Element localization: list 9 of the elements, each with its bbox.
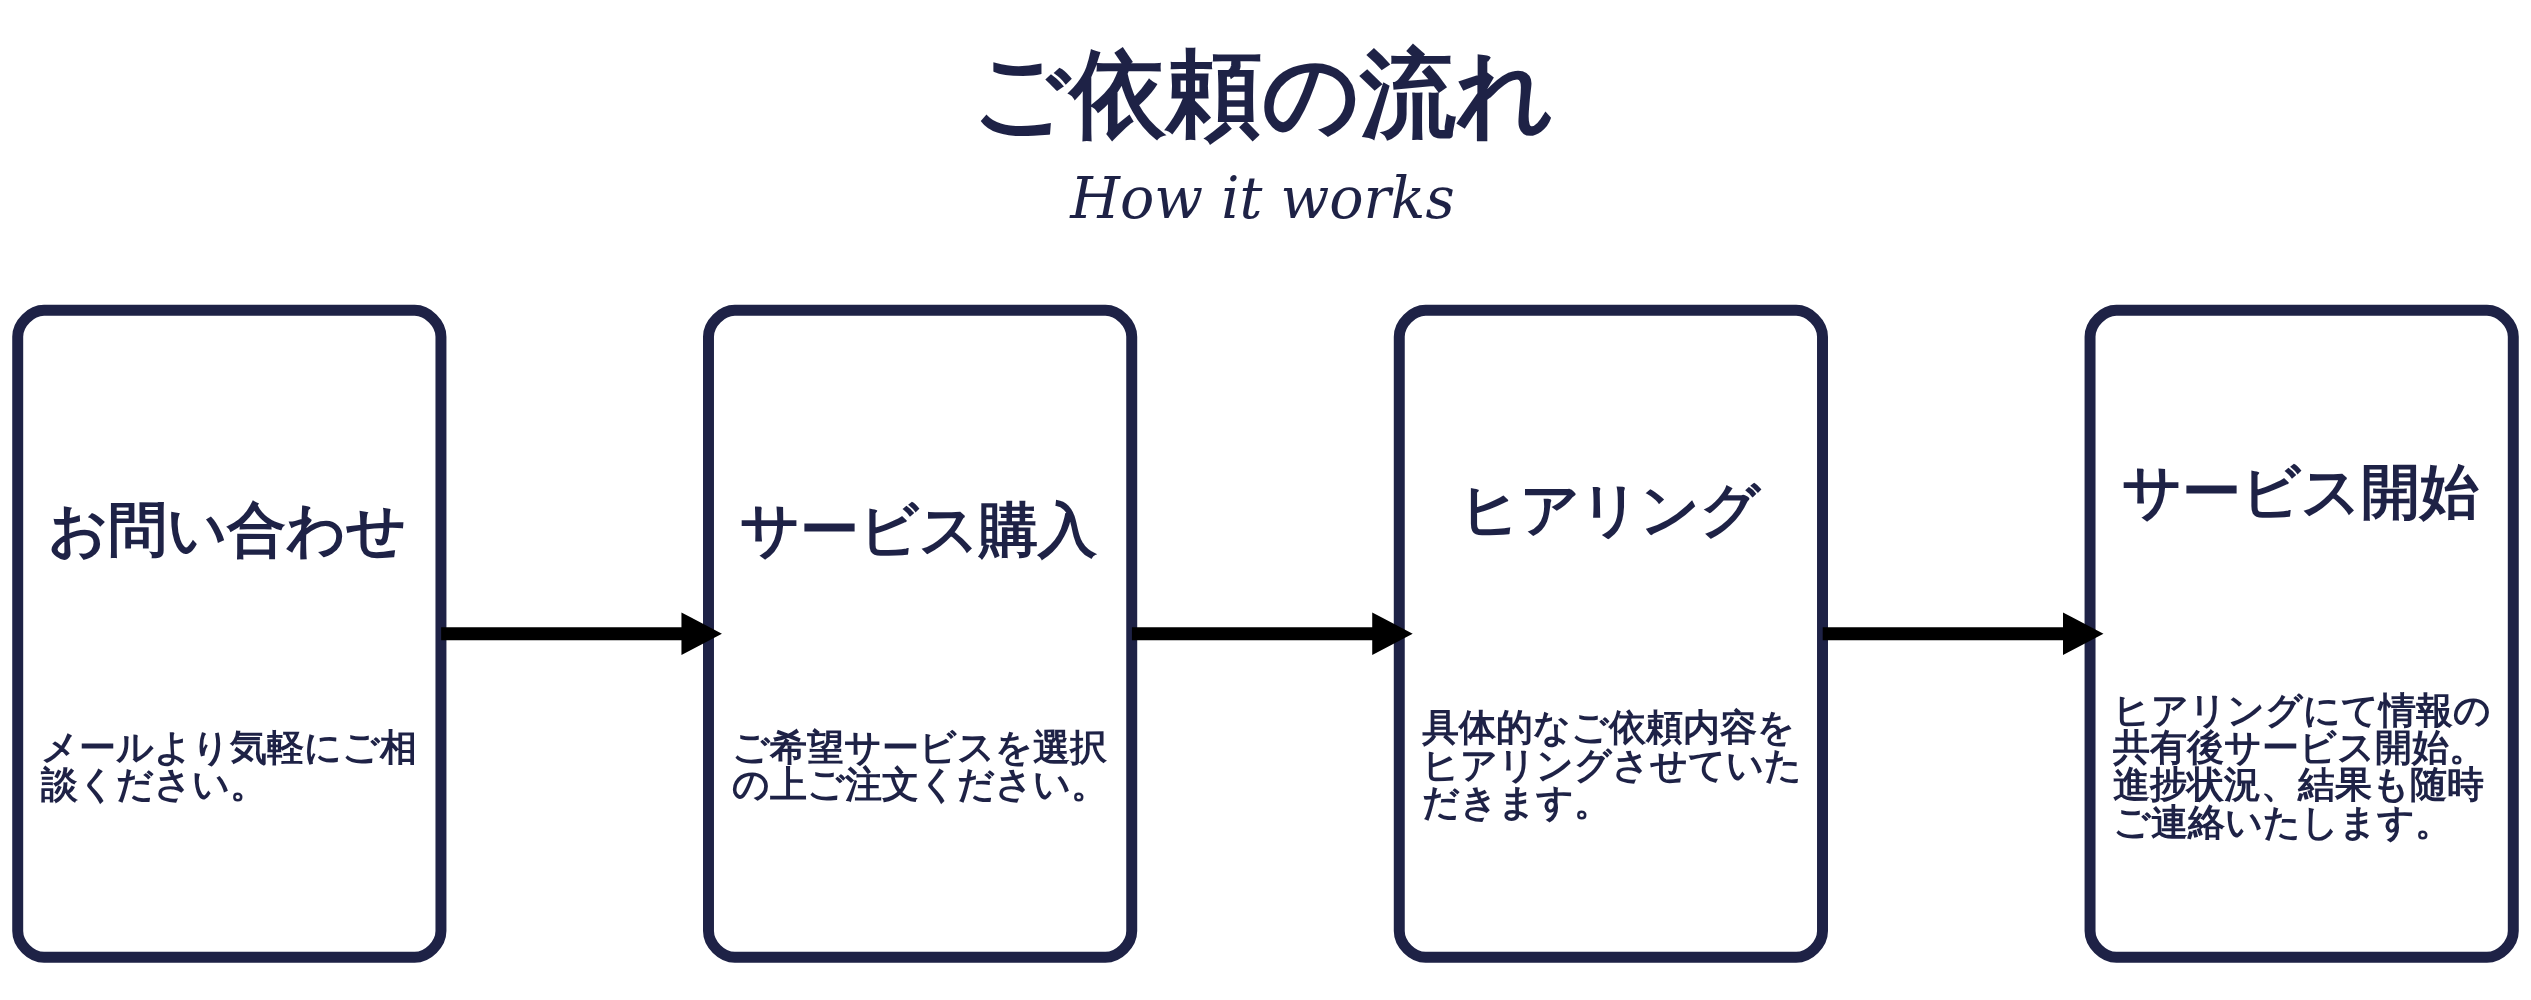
node-box: お問い合わせ メールより気軽にご相談ください。 [12,304,447,963]
node-box: サービス開始 ヒアリングにて情報の共有後サービス開始。進捗状況、結果も随時ご連絡いたします。 [2084,304,2519,963]
arrow [1822,612,2104,655]
node-box: ヒアリング 具体的なご依頼内容をヒアリングさせていただきます。 [1393,304,1828,963]
arrow [1131,612,1413,655]
node-box: サービス購入 ご希望サービスを選択の上ご注文ください。 [703,304,1138,963]
diagram-title: ご依頼の流れ [971,36,1554,150]
arrow [441,612,722,655]
label: How it works [1070,164,1455,231]
